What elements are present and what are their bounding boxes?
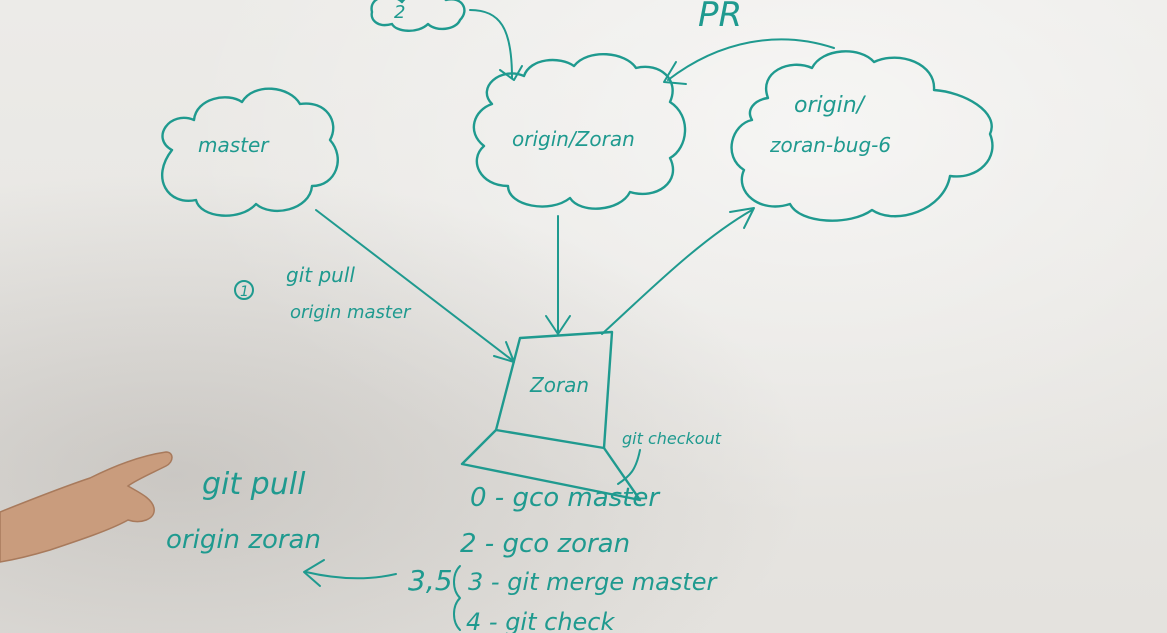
step-bracket xyxy=(453,565,461,631)
arrowhead xyxy=(303,559,325,587)
arrowhead xyxy=(729,207,755,229)
top-cloud-text: 2 xyxy=(394,2,405,23)
pull-line2: origin zoran xyxy=(166,525,321,555)
origin-bug-cloud-label-1: origin/ xyxy=(794,93,867,118)
arrow-top-to-origin-zoran xyxy=(469,9,513,79)
step-bracket-label: 3,5 xyxy=(408,564,453,597)
pr-arrow xyxy=(667,38,835,81)
step1-line1: git pull xyxy=(286,263,355,287)
step1-marker: 1 xyxy=(240,284,249,300)
origin-zoran-cloud-shape xyxy=(472,52,687,210)
step-3: 3 - git merge master xyxy=(468,568,719,596)
origin-bug-cloud-shape xyxy=(730,50,994,222)
step-0: 0 - gco master xyxy=(470,483,661,513)
step1-line2: origin master xyxy=(290,302,412,323)
arrowhead xyxy=(663,61,687,85)
checkout-curl-arrow xyxy=(617,449,641,485)
master-cloud-shape xyxy=(160,87,339,217)
master-cloud-label: master xyxy=(198,133,270,157)
checkout-label: git checkout xyxy=(622,429,722,448)
origin-bug-cloud-label-2: zoran-bug-6 xyxy=(769,133,891,157)
arrow-master-to-zoran xyxy=(315,209,513,361)
pr-label: PR xyxy=(698,0,742,35)
top-cloud-shape xyxy=(370,0,466,32)
zoran-laptop-label: Zoran xyxy=(529,373,589,397)
arrowhead xyxy=(545,315,571,335)
arrow-to-pull xyxy=(305,571,397,580)
step-2: 2 - gco zoran xyxy=(460,529,630,559)
zoran-laptop-base xyxy=(460,428,642,502)
pointing-hand-icon xyxy=(0,451,173,563)
arrow-zoran-to-bug xyxy=(601,209,753,335)
step1-circle-icon xyxy=(234,280,254,300)
arrowhead xyxy=(499,65,523,81)
pull-line1: git pull xyxy=(202,467,306,502)
step-4: 4 - git check xyxy=(466,608,615,633)
origin-zoran-cloud-label: origin/Zoran xyxy=(512,127,635,151)
